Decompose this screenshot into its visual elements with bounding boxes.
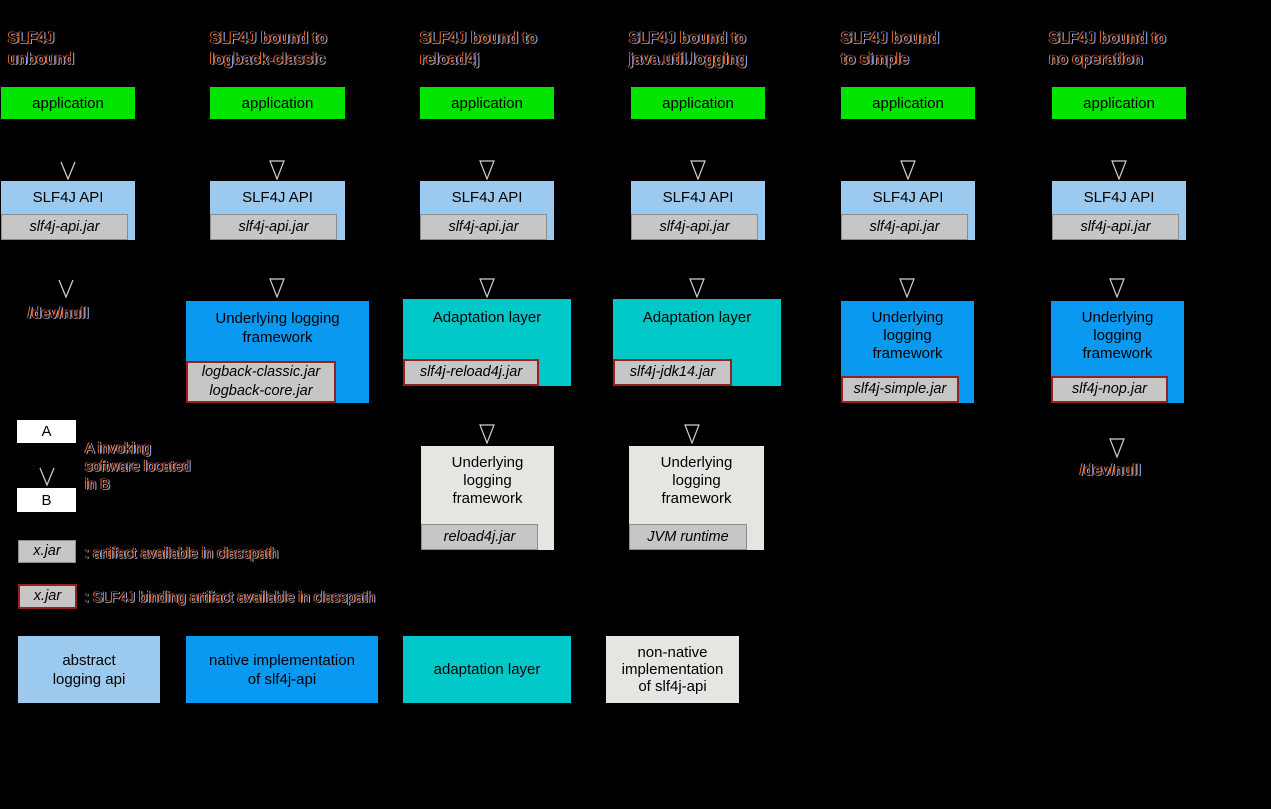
binding-jar-box: slf4j-simple.jar — [841, 376, 959, 403]
underlying-framework-box: Underlying logging framework slf4j-nop.j… — [1051, 301, 1184, 403]
underlying-framework-box: Underlying logging framework reload4j.ja… — [421, 446, 554, 550]
slf4j-api-label: SLF4J API — [32, 189, 104, 206]
column-title-reload4j: SLF4J bound to reload4j — [420, 30, 538, 68]
column-title-unbound: SLF4J unbound — [8, 30, 75, 68]
application-box: application — [1052, 87, 1186, 119]
legend-non-native-box: non-native implementation of slf4j-api — [606, 636, 739, 703]
slf4j-api-box: SLF4J API slf4j-api.jar — [631, 181, 765, 240]
slf4j-api-jar-box: slf4j-api.jar — [1052, 214, 1179, 240]
underlying-framework-label: Underlying logging framework — [660, 454, 733, 507]
slf4j-api-box: SLF4J API slf4j-api.jar — [1, 181, 135, 240]
arrow-down-icon — [900, 160, 916, 180]
underlying-framework-box: Underlying logging framework JVM runtime — [629, 446, 764, 550]
legend-b-box: B — [17, 488, 76, 512]
arrow-down-icon — [689, 278, 705, 298]
arrow-down-icon — [899, 278, 915, 298]
slf4j-api-label: SLF4J API — [451, 189, 523, 206]
legend-adaptation-box: adaptation layer — [403, 636, 571, 703]
arrow-down-icon — [1109, 438, 1125, 458]
arrow-down-icon — [269, 160, 285, 180]
arrow-down-icon — [479, 424, 495, 444]
legend-native-impl-box: native implementation of slf4j-api — [186, 636, 378, 703]
slf4j-api-label: SLF4J API — [662, 189, 734, 206]
binding-jar-box: slf4j-jdk14.jar — [613, 359, 732, 386]
arrow-down-icon — [39, 467, 55, 486]
slf4j-api-jar-box: slf4j-api.jar — [631, 214, 758, 240]
devnull-label: /dev/null — [1080, 462, 1141, 479]
arrow-down-icon — [479, 278, 495, 298]
legend-abstract-api-box: abstract logging api — [18, 636, 160, 703]
slf4j-api-box: SLF4J API slf4j-api.jar — [420, 181, 554, 240]
slf4j-api-jar-box: slf4j-api.jar — [841, 214, 968, 240]
arrow-down-icon — [1109, 278, 1125, 298]
column-title-logback: SLF4J bound to logback-classic — [210, 30, 328, 68]
legend-binding-jar-box: x.jar — [18, 584, 77, 609]
legend-binding-jar-text: : SLF4J binding artifact available in cl… — [85, 590, 376, 606]
underlying-framework-label: Underlying logging framework — [1081, 309, 1154, 362]
application-box: application — [841, 87, 975, 119]
binding-jar-box: slf4j-nop.jar — [1051, 376, 1168, 403]
legend-plain-jar-box: x.jar — [18, 540, 76, 563]
column-title-simple: SLF4J bound to simple — [841, 30, 940, 68]
column-title-jul: SLF4J bound to java.util.logging — [629, 30, 747, 68]
plain-jar-box: JVM runtime — [629, 524, 747, 550]
legend-invoke-text: A invoking software located in B — [85, 441, 191, 493]
slf4j-api-label: SLF4J API — [1083, 189, 1155, 206]
arrow-down-icon — [58, 279, 74, 298]
column-title-nop: SLF4J bound to no operation — [1049, 30, 1167, 68]
arrow-down-icon — [684, 424, 700, 444]
slf4j-api-box: SLF4J API slf4j-api.jar — [210, 181, 345, 240]
binding-jar-box: logback-classic.jar logback-core.jar — [186, 361, 336, 403]
underlying-framework-label: Underlying logging framework — [871, 309, 944, 362]
slf4j-api-box: SLF4J API slf4j-api.jar — [841, 181, 975, 240]
legend-plain-jar-text: : artifact available in classpath — [85, 546, 279, 562]
application-box: application — [1, 87, 135, 119]
adaptation-layer-box: Adaptation layer slf4j-jdk14.jar — [613, 299, 781, 386]
application-box: application — [631, 87, 765, 119]
slf4j-api-jar-box: slf4j-api.jar — [210, 214, 337, 240]
arrow-down-icon — [690, 160, 706, 180]
binding-jar-box: slf4j-reload4j.jar — [403, 359, 539, 386]
slf4j-api-label: SLF4J API — [872, 189, 944, 206]
legend-a-box: A — [17, 420, 76, 443]
arrow-down-icon — [60, 161, 76, 180]
arrow-down-icon — [479, 160, 495, 180]
plain-jar-box: reload4j.jar — [421, 524, 538, 550]
application-box: application — [420, 87, 554, 119]
underlying-framework-box: Underlying logging framework logback-cla… — [186, 301, 369, 403]
slf4j-api-box: SLF4J API slf4j-api.jar — [1052, 181, 1186, 240]
underlying-framework-label: Underlying logging framework — [451, 454, 524, 507]
arrow-down-icon — [1111, 160, 1127, 180]
adaptation-layer-label: Adaptation layer — [642, 309, 752, 326]
devnull-label: /dev/null — [28, 305, 89, 322]
underlying-framework-label: Underlying logging framework — [215, 310, 340, 346]
slf4j-api-label: SLF4J API — [242, 189, 313, 206]
adaptation-layer-label: Adaptation layer — [432, 309, 542, 326]
underlying-framework-box: Underlying logging framework slf4j-simpl… — [841, 301, 974, 403]
arrow-down-icon — [269, 278, 285, 298]
slf4j-api-jar-box: slf4j-api.jar — [1, 214, 128, 240]
slf4j-api-jar-box: slf4j-api.jar — [420, 214, 547, 240]
adaptation-layer-box: Adaptation layer slf4j-reload4j.jar — [403, 299, 571, 386]
application-box: application — [210, 87, 345, 119]
